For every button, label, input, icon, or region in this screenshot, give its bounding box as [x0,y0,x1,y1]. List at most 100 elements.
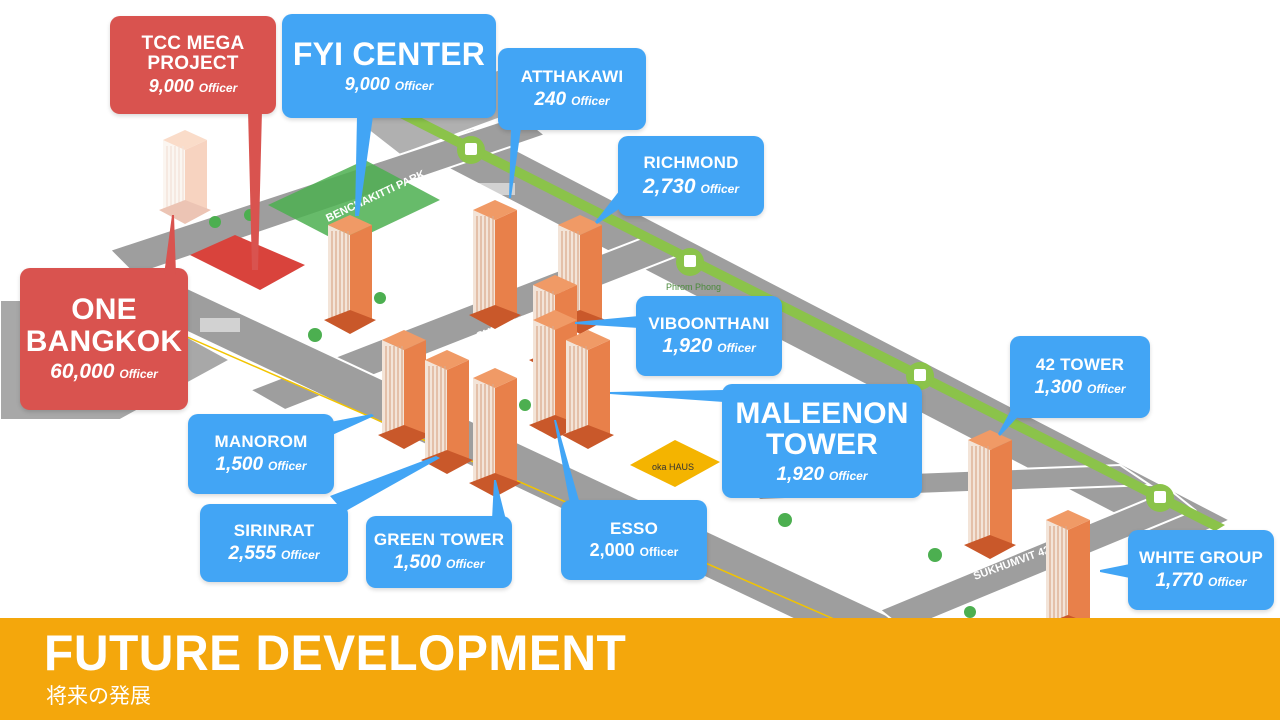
callout-one-bangkok-name-2: BANGKOK [25,324,183,358]
footer-banner: FUTURE DEVELOPMENT 将来の発展 [0,618,1280,720]
callout-viboonthani-count-row: 1,920 Officer [662,336,756,357]
callout-42-tower-count: 1,300 [1034,376,1083,398]
callout-maleenon-name-1: MALEENON [735,396,909,430]
callout-fyi-name: FYI CENTER [292,35,486,72]
callout-richmond-name: RICHMOND [643,153,739,173]
callout-one-bangkok-count: 60,000 [50,360,115,384]
callout-sirinrat-unit: Officer [281,547,320,562]
sirinrat-tower [421,350,473,474]
station-label-phrom-phong: Phrom Phong [666,282,721,292]
oka-haus-label: oka HAUS [652,462,694,472]
callout-richmond-unit: Officer [700,181,740,196]
atthakawi-tower [469,200,521,329]
callout-fyi-count: 9,000 [344,74,390,95]
callout-richmond-count-row: 2,730 Officer [642,174,740,198]
callout-maleenon-name-2: TOWER [765,428,879,462]
callout-esso-unit: Officer [639,545,679,560]
callout-maleenon-count-row: 1,920 Officer [776,463,868,485]
callout-manorom-name: MANOROM [214,432,308,452]
callout-green-tower: GREEN TOWER 1,500 Officer [366,516,512,588]
station-phrom-phong [676,248,704,276]
callout-esso-name: ESSO [609,518,659,538]
callout-green-tower-pointer [492,480,506,520]
callout-viboonthani-unit: Officer [717,341,756,356]
callout-one-bangkok-unit: Officer [119,367,158,382]
callout-white-group-name: WHITE GROUP [1138,548,1264,568]
callout-tcc-count-row: 9,000 Officer [149,77,238,96]
roads [0,53,1233,662]
callout-atthakawi-unit: Officer [571,93,610,108]
callout-42-tower-name: 42 TOWER [1035,355,1125,375]
42-tower-bld [964,430,1016,559]
buildings [159,130,1094,639]
callout-one-bangkok-name-1: ONE [71,293,137,327]
callout-green-tower-unit: Officer [446,556,485,571]
callout-42-tower-pointer [998,408,1026,436]
callout-manorom-unit: Officer [268,458,307,473]
callout-atthakawi: ATTHAKAWI 240 Officer [498,48,646,130]
station-ekkamai [1146,484,1174,512]
callout-manorom: MANOROM 1,500 Officer [188,414,334,494]
callout-atthakawi-name: ATTHAKAWI [520,67,624,87]
green-tower-bld [469,368,521,497]
callout-manorom-count-row: 1,500 Officer [215,453,307,475]
callout-tcc-pointer [248,110,262,270]
callout-manorom-count: 1,500 [215,453,264,475]
callout-esso-count-row: 2,000 Officer [590,541,679,560]
callout-white-group-unit: Officer [1208,574,1247,589]
callout-atthakawi-pointer [509,128,521,198]
rama-iv-centerline [129,311,906,651]
callout-white-group-count-row: 1,770 Officer [1155,569,1247,591]
callout-fyi-count-row: 9,000 Officer [345,75,434,94]
callout-one-bangkok: ONE BANGKOK 60,000 Officer [20,268,188,410]
callout-one-bangkok-count-row: 60,000 Officer [50,361,158,383]
callout-fyi-unit: Officer [394,79,434,94]
callout-tcc-unit: Officer [198,81,238,96]
callout-esso-count: 2,000 [589,540,635,561]
callout-tcc-count: 9,000 [148,76,194,97]
callout-sirinrat-count: 2,555 [228,542,277,564]
callout-sirinrat: SIRINRAT 2,555 Officer [200,504,348,582]
callout-maleenon-pointer [610,390,724,402]
crosswalks [200,183,515,332]
callout-white-group-pointer [1100,564,1130,578]
callout-esso: ESSO 2,000 Officer [561,500,707,580]
callout-green-tower-count-row: 1,500 Officer [393,551,485,573]
callout-tcc-name-2: PROJECT [147,52,239,74]
fyi-tower [324,215,376,334]
callout-fyi-pointer [355,116,373,216]
callout-white-group-count: 1,770 [1155,569,1204,591]
callout-sirinrat-count-row: 2,555 Officer [228,542,320,564]
oka-haus-sign [630,440,720,487]
road-label-asoke: ASOKE [565,133,606,158]
callout-one-bangkok-pointer [164,215,176,275]
callout-richmond-count: 2,730 [642,174,696,198]
callout-tcc-mega-project: TCC MEGA PROJECT 9,000 Officer [110,16,276,114]
tcc-tower [159,130,211,224]
callout-green-tower-count: 1,500 [393,551,442,573]
callout-viboonthani-pointer [575,316,639,328]
station-thong-lo [906,362,934,390]
callout-atthakawi-count: 240 [534,88,567,110]
station-asok [457,136,485,164]
callout-maleenon-count: 1,920 [776,463,825,485]
callout-atthakawi-count-row: 240 Officer [534,88,610,110]
manorom-tower [378,330,430,449]
callout-maleenon-unit: Officer [829,468,868,483]
maleenon-tower-bld [562,330,614,449]
callout-richmond: RICHMOND 2,730 Officer [618,136,764,216]
callout-tcc-name-1: TCC MEGA [141,32,245,54]
callout-viboonthani-count: 1,920 [662,335,713,358]
tcc-site [190,235,305,290]
callout-sirinrat-pointer [330,456,440,512]
footer-title: FUTURE DEVELOPMENT [44,625,627,682]
callout-sirinrat-name: SIRINRAT [233,521,315,541]
callout-manorom-pointer [330,414,374,436]
callout-green-tower-name: GREEN TOWER [373,530,505,550]
callout-maleenon-tower: MALEENON TOWER 1,920 Officer [722,384,922,498]
